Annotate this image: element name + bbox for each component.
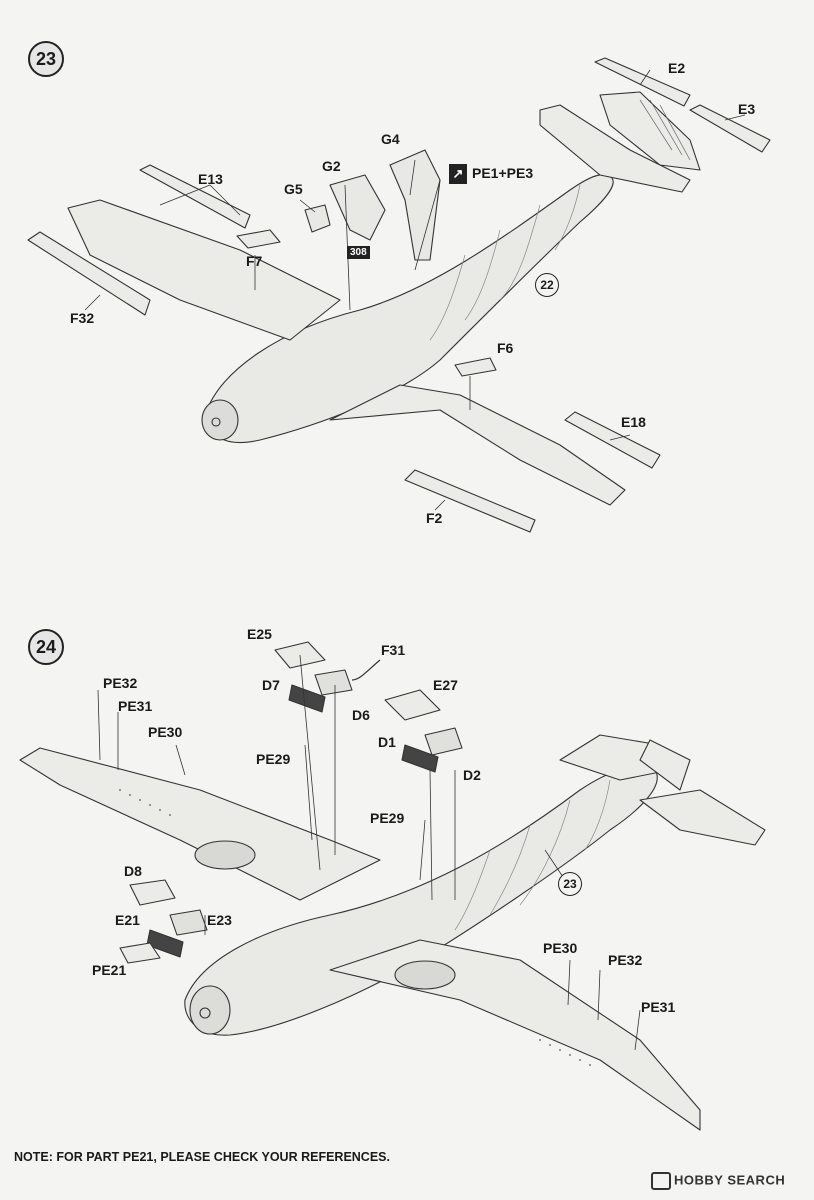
- part-label: PE32: [103, 675, 138, 691]
- part-label: PE1+PE3: [472, 165, 534, 181]
- part-label: F7: [246, 253, 263, 269]
- part-label: PE30: [148, 724, 183, 740]
- part-label: E2: [668, 60, 686, 76]
- part-label: F31: [381, 642, 406, 658]
- part-label: E23: [207, 912, 232, 928]
- part-label: PE30: [543, 940, 578, 956]
- part-label: F32: [70, 310, 95, 326]
- part-label: PE31: [641, 999, 676, 1015]
- watermark-text: HOBBY SEARCH: [674, 1172, 786, 1188]
- photo-etch-icon: ↗: [449, 164, 467, 184]
- part-label: PE21: [92, 962, 127, 978]
- part-label: D8: [124, 863, 142, 879]
- part-label: PE29: [256, 751, 291, 767]
- part-label: G4: [381, 131, 400, 147]
- part-label: D6: [352, 707, 370, 723]
- hobby-search-logo-icon: [651, 1172, 671, 1190]
- part-label: E13: [198, 171, 223, 187]
- part-label: E25: [247, 626, 272, 642]
- paint-code-badge: 308: [347, 246, 370, 259]
- part-label: F2: [426, 510, 443, 526]
- step-number: 24: [28, 629, 64, 665]
- part-label: E3: [738, 101, 756, 117]
- step24-aircraft: [19, 641, 766, 1131]
- part-label: G5: [284, 181, 303, 197]
- part-label: PE32: [608, 952, 643, 968]
- step-reference: 22: [535, 273, 559, 297]
- part-label: E27: [433, 677, 458, 693]
- part-label: F6: [497, 340, 514, 356]
- part-label: E18: [621, 414, 646, 430]
- part-label: E21: [115, 912, 140, 928]
- part-label: G2: [322, 158, 341, 174]
- part-label: PE29: [370, 810, 405, 826]
- step23-aircraft: [27, 57, 771, 533]
- assembly-note: NOTE: FOR PART PE21, PLEASE CHECK YOUR R…: [14, 1150, 390, 1164]
- part-label: D1: [378, 734, 396, 750]
- step-reference: 23: [558, 872, 582, 896]
- watermark-logo: HOBBY SEARCH: [651, 1172, 785, 1190]
- part-label: PE31: [118, 698, 153, 714]
- part-label: D2: [463, 767, 481, 783]
- step-number: 23: [28, 41, 64, 77]
- part-label: D7: [262, 677, 280, 693]
